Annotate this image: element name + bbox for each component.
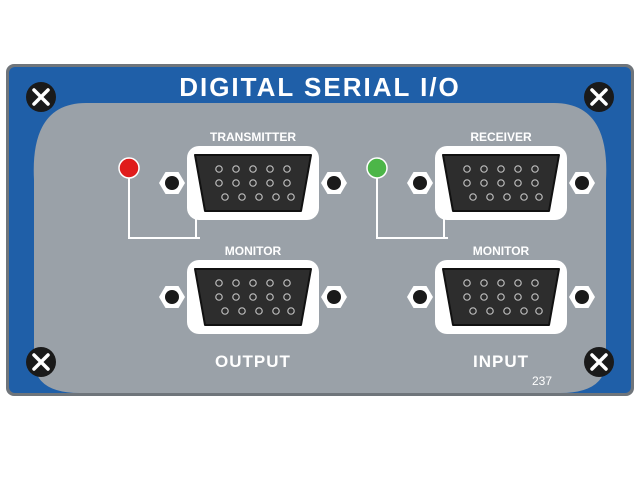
input-section: RECEIVER MONITOR xyxy=(366,130,595,371)
db15-connector-icon xyxy=(187,146,319,220)
output-led-icon xyxy=(118,157,140,179)
input-led-icon xyxy=(366,157,388,179)
transmitter-label: TRANSMITTER xyxy=(210,130,296,144)
db15-connector-icon xyxy=(435,146,567,220)
receiver-label: RECEIVER xyxy=(470,130,532,144)
led-link-line xyxy=(128,170,200,239)
hex-standoff-icon xyxy=(569,172,595,194)
hex-standoff-icon xyxy=(569,286,595,308)
led-link-line xyxy=(376,170,448,239)
screw-icon xyxy=(584,347,614,377)
output-group-label: OUTPUT xyxy=(215,352,291,371)
hex-standoff-icon xyxy=(407,172,433,194)
panel-title: DIGITAL SERIAL I/O xyxy=(179,72,461,102)
output-monitor-label: MONITOR xyxy=(225,244,282,258)
hex-standoff-icon xyxy=(159,172,185,194)
db15-connector-icon xyxy=(435,260,567,334)
output-monitor-connector[interactable] xyxy=(159,260,347,334)
db15-connector-icon xyxy=(187,260,319,334)
part-number: 237 xyxy=(532,374,552,388)
hex-standoff-icon xyxy=(321,172,347,194)
screw-icon xyxy=(584,82,614,112)
screw-icon xyxy=(26,82,56,112)
output-section: TRANSMITTER MONITOR xyxy=(118,130,347,371)
hex-standoff-icon xyxy=(321,286,347,308)
hex-standoff-icon xyxy=(159,286,185,308)
transmitter-connector[interactable] xyxy=(159,146,347,220)
input-monitor-connector[interactable] xyxy=(407,260,595,334)
receiver-connector[interactable] xyxy=(407,146,595,220)
screw-icon xyxy=(26,347,56,377)
input-group-label: INPUT xyxy=(473,352,529,371)
hex-standoff-icon xyxy=(407,286,433,308)
input-monitor-label: MONITOR xyxy=(473,244,530,258)
